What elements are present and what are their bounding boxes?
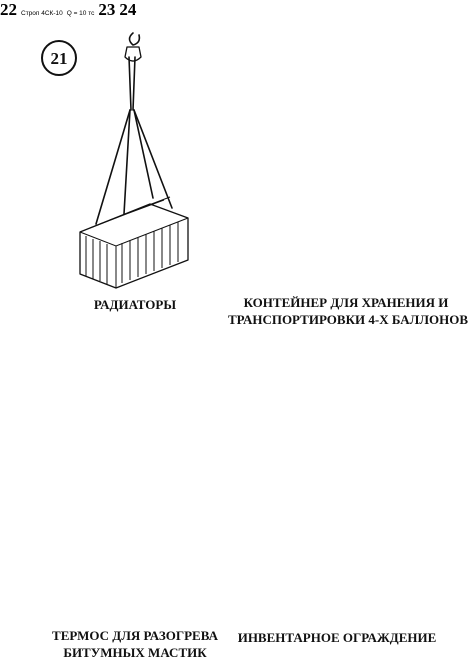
caption-line: РАДИАТОРЫ: [93, 297, 177, 312]
radiator-stack: [79, 196, 189, 289]
caption-line: БИТУМНЫХ МАСТИК: [63, 645, 207, 660]
caption-23: ТЕРМОС ДЛЯ РАЗОГРЕВА БИТУМНЫХ МАСТИК: [40, 627, 230, 661]
caption-line: КОНТЕЙНЕР ДЛЯ ХРАНЕНИЯ И: [243, 295, 449, 310]
crane-hook-icon: [124, 32, 142, 62]
number-badge-21: 21: [41, 40, 77, 76]
panel-23-thermos: 23: [98, 0, 119, 19]
caption-24: ИНВЕНТАРНОЕ ОГРАЖДЕНИЕ: [232, 629, 442, 646]
caption-21: РАДИАТОРЫ: [30, 296, 240, 313]
number-badge-23: 23: [98, 0, 116, 19]
sling-label-callout: Строп 4СК-10 Q = 10 тс: [21, 10, 95, 17]
panel-24-fence: 24: [119, 0, 137, 19]
caption-line: ТРАНСПОРТИРОВКИ 4-Х БАЛЛОНОВ: [228, 312, 469, 327]
svg-text:21: 21: [51, 49, 68, 68]
caption-line: ТЕРМОС ДЛЯ РАЗОГРЕВА: [52, 628, 218, 643]
number-badge-24: 24: [119, 0, 137, 19]
caption-line: ИНВЕНТАРНОЕ ОГРАЖДЕНИЕ: [237, 630, 437, 645]
sling-legs: [95, 56, 173, 225]
number-badge-22: 22: [0, 0, 17, 19]
caption-22: КОНТЕЙНЕР ДЛЯ ХРАНЕНИЯ И ТРАНСПОРТИРОВКИ…: [228, 294, 469, 328]
panel-21-radiators: 21: [41, 32, 189, 289]
panel-22-container: 22 Строп 4СК-10 Q = 10 тс: [0, 0, 98, 19]
